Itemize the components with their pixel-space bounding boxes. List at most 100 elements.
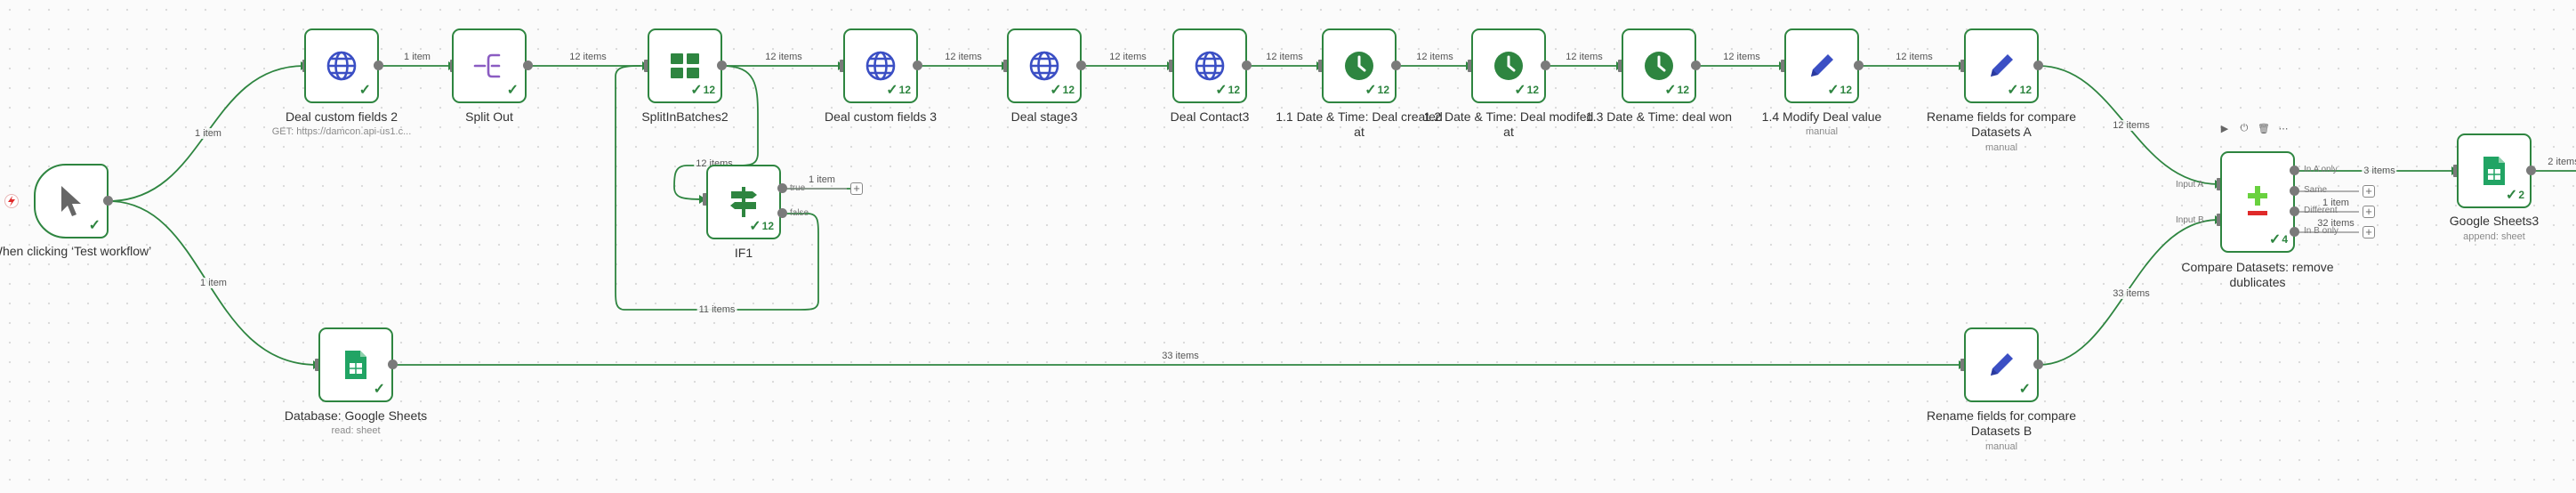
node-subtitle: read: sheet bbox=[331, 425, 381, 436]
power-icon[interactable]: ⏻ bbox=[2240, 123, 2249, 133]
node-title: Deal custom fields 3 bbox=[824, 109, 938, 124]
node-deal-stage[interactable]: ✓12 bbox=[1007, 28, 1082, 103]
input-handle[interactable] bbox=[1618, 60, 1622, 72]
node-title: Google Sheets3 bbox=[2449, 214, 2540, 228]
add-node-button[interactable]: + bbox=[850, 182, 863, 195]
node-deal-custom-fields-2[interactable]: ✓ bbox=[304, 28, 379, 103]
more-icon[interactable]: ⋯ bbox=[2278, 124, 2289, 134]
trash-icon[interactable]: 🗑 bbox=[2258, 124, 2270, 134]
success-check-icon: ✓ bbox=[2018, 382, 2031, 397]
input-handle[interactable] bbox=[1318, 60, 1323, 72]
input-handle[interactable] bbox=[644, 60, 648, 72]
output-handle-different[interactable] bbox=[2290, 206, 2299, 216]
edge-label-contact-dt1: 12 items bbox=[1264, 52, 1305, 62]
success-check-icon: ✓ bbox=[2505, 188, 2518, 203]
edge-label-different-count: 1 item bbox=[2321, 198, 2351, 208]
input-handle-b[interactable] bbox=[2217, 214, 2221, 226]
output-handle-same[interactable] bbox=[2290, 186, 2299, 196]
output-handle[interactable] bbox=[913, 61, 922, 70]
item-count: 12 bbox=[761, 220, 774, 232]
node-toolbar: ▶ ⏻ 🗑 ⋯ bbox=[2218, 123, 2290, 134]
output-handle[interactable] bbox=[388, 360, 398, 369]
edge-label-if-true: 1 item bbox=[807, 174, 837, 185]
item-count: 12 bbox=[1526, 84, 1539, 96]
output-handle[interactable] bbox=[523, 61, 533, 70]
node-deal-contact[interactable]: ✓12 bbox=[1172, 28, 1247, 103]
success-check-icon: ✓ bbox=[1664, 83, 1677, 98]
node-title: IF1 bbox=[734, 246, 753, 260]
success-check-icon: ✓ bbox=[1514, 83, 1526, 98]
item-count: 12 bbox=[1377, 84, 1389, 96]
output-handle-false[interactable] bbox=[777, 208, 787, 218]
node-date-time-created[interactable]: ✓12 bbox=[1322, 28, 1397, 103]
output-handle[interactable] bbox=[1242, 61, 1252, 70]
input-handle[interactable] bbox=[1169, 60, 1173, 72]
node-title: Database: Google Sheets bbox=[284, 408, 428, 423]
node-date-time-modified[interactable]: ✓12 bbox=[1471, 28, 1546, 103]
node-subtitle: manual bbox=[1805, 126, 1839, 137]
sheets-icon bbox=[2482, 155, 2507, 187]
lightning-bolt-icon bbox=[4, 194, 19, 208]
output-handle[interactable] bbox=[2033, 360, 2043, 369]
compare-icon bbox=[2242, 184, 2274, 220]
add-node-button[interactable]: + bbox=[2363, 206, 2375, 218]
input-handle[interactable] bbox=[1781, 60, 1785, 72]
input-handle[interactable] bbox=[703, 193, 707, 206]
output-handle[interactable] bbox=[1391, 61, 1401, 70]
output-handle[interactable] bbox=[2033, 61, 2043, 70]
output-handle[interactable] bbox=[717, 61, 727, 70]
input-handle[interactable] bbox=[1003, 60, 1008, 72]
success-check-icon: ✓ bbox=[1364, 83, 1377, 98]
clock-icon bbox=[1643, 50, 1675, 82]
edge-label-renameb-compare: 33 items bbox=[2111, 288, 2152, 299]
output-handle[interactable] bbox=[1076, 61, 1086, 70]
output-handle-b-only[interactable] bbox=[2290, 227, 2299, 237]
success-check-icon: ✓ bbox=[373, 382, 385, 397]
node-modify-deal-value[interactable]: ✓12 bbox=[1784, 28, 1859, 103]
output-handle[interactable] bbox=[103, 196, 113, 206]
input-handle[interactable] bbox=[315, 359, 319, 371]
input-handle[interactable] bbox=[1468, 60, 1472, 72]
add-node-button[interactable]: + bbox=[2363, 185, 2375, 198]
node-google-sheets-3[interactable]: ✓2 bbox=[2457, 133, 2532, 208]
add-node-button[interactable]: + bbox=[2363, 226, 2375, 238]
output-handle-a-only[interactable] bbox=[2290, 166, 2299, 175]
node-rename-fields-b[interactable]: ✓ bbox=[1964, 327, 2039, 402]
globe-icon bbox=[1194, 50, 1226, 82]
node-database-google-sheets[interactable]: ✓ bbox=[318, 327, 393, 402]
globe-icon bbox=[1028, 50, 1060, 82]
node-if1[interactable]: ✓12 bbox=[706, 165, 781, 239]
input-handle-a[interactable] bbox=[2217, 178, 2221, 190]
output-handle[interactable] bbox=[1854, 61, 1864, 70]
edge-label-renamea-compare: 12 items bbox=[2111, 120, 2152, 131]
item-count: 12 bbox=[1677, 84, 1689, 96]
input-handle[interactable] bbox=[840, 60, 844, 72]
output-handle[interactable] bbox=[1691, 61, 1701, 70]
pencil-icon bbox=[1985, 349, 2017, 381]
edge-label-if-false: 11 items bbox=[696, 304, 737, 315]
node-rename-fields-a[interactable]: ✓12 bbox=[1964, 28, 2039, 103]
node-compare-datasets[interactable]: ✓4 bbox=[2220, 151, 2295, 253]
node-subtitle: append: sheet bbox=[2463, 231, 2525, 242]
success-check-icon: ✓ bbox=[2268, 232, 2282, 247]
split-out-icon bbox=[472, 51, 506, 81]
input-handle[interactable] bbox=[1960, 359, 1965, 371]
output-handle[interactable] bbox=[2526, 166, 2536, 175]
node-date-time-won[interactable]: ✓12 bbox=[1622, 28, 1696, 103]
node-manual-trigger[interactable]: ✓ bbox=[34, 164, 109, 238]
node-title: Rename fields for compare Datasets A bbox=[1926, 109, 2077, 139]
node-title: Deal Contact3 bbox=[1170, 109, 1250, 124]
node-split-out[interactable]: ✓ bbox=[452, 28, 527, 103]
input-handle[interactable] bbox=[2453, 165, 2458, 177]
node-split-in-batches[interactable]: ✓12 bbox=[648, 28, 722, 103]
node-title: 1.3 Date & Time: deal won bbox=[1585, 109, 1733, 124]
play-icon[interactable]: ▶ bbox=[2220, 124, 2229, 134]
node-title: Split Out bbox=[465, 109, 513, 124]
output-handle-true[interactable] bbox=[777, 183, 787, 193]
output-handle[interactable] bbox=[374, 61, 383, 70]
input-handle[interactable] bbox=[1960, 60, 1965, 72]
node-deal-custom-fields-3[interactable]: ✓12 bbox=[843, 28, 918, 103]
success-check-icon: ✓ bbox=[506, 83, 519, 98]
output-handle[interactable] bbox=[1541, 61, 1550, 70]
